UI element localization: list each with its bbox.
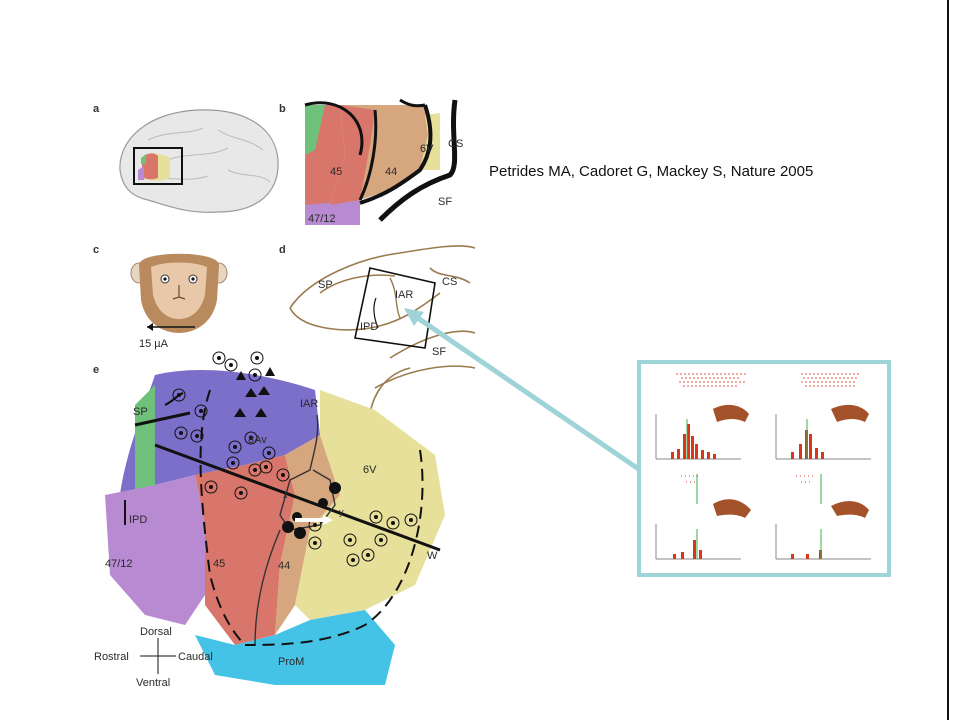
panel-e-map: SP IAR 8Av 6V IPD 47/12 45 44 ProM W x y: [105, 351, 445, 685]
d-label-sp: SP: [318, 279, 333, 291]
e-label-prom: ProM: [278, 656, 304, 668]
e-label-sp: SP: [133, 406, 148, 418]
e-label-47-12: 47/12: [105, 558, 133, 570]
panel-letter-c: c: [93, 244, 100, 256]
compass-caudal: Caudal: [178, 651, 213, 663]
b-label-sf: SF: [438, 196, 452, 208]
b-label-45: 45: [330, 166, 342, 178]
e-label-6v: 6V: [363, 464, 377, 476]
e-label-iar: IAR: [300, 398, 318, 410]
d-label-iar: IAR: [395, 289, 413, 301]
citation-text: Petrides MA, Cadoret G, Mackey S, Nature…: [489, 163, 814, 180]
e-label-x: x: [283, 490, 288, 500]
panel-letter-a: a: [93, 103, 100, 115]
e-label-44: 44: [278, 560, 290, 572]
d-label-ipd: IPD: [360, 321, 378, 333]
e-label-y: y: [339, 507, 344, 517]
compass-ventral: Ventral: [136, 677, 170, 689]
b-label-47-12: 47/12: [308, 213, 336, 225]
panel-letter-e: e: [93, 364, 100, 376]
e-label-45: 45: [213, 558, 225, 570]
slide-right-border: [947, 0, 949, 720]
d-label-cs: CS: [442, 276, 457, 288]
panel-letter-d: d: [279, 244, 286, 256]
recording-plots: [655, 373, 871, 560]
e-label-8av: 8Av: [248, 434, 267, 446]
orientation-compass: Dorsal Ventral Rostral Caudal: [94, 626, 213, 689]
recording-inset: [637, 360, 891, 577]
b-label-cs: CS: [448, 138, 463, 150]
c-stimulus-label: 15 µA: [139, 338, 169, 350]
compass-dorsal: Dorsal: [140, 626, 172, 638]
b-label-6v: 6V: [420, 143, 434, 155]
pointer-arrow: [404, 308, 642, 473]
d-label-sf: SF: [432, 346, 446, 358]
e-label-ipd: IPD: [129, 514, 147, 526]
compass-rostral: Rostral: [94, 651, 129, 663]
panel-c-monkey: 15 µA: [130, 253, 228, 350]
b-label-44: 44: [385, 166, 397, 178]
e-label-w: W: [427, 550, 438, 562]
panel-letter-b: b: [279, 103, 286, 115]
panel-b-areas: 45 44 6V CS SF 47/12: [304, 98, 475, 225]
panel-a-brain: [119, 109, 279, 213]
